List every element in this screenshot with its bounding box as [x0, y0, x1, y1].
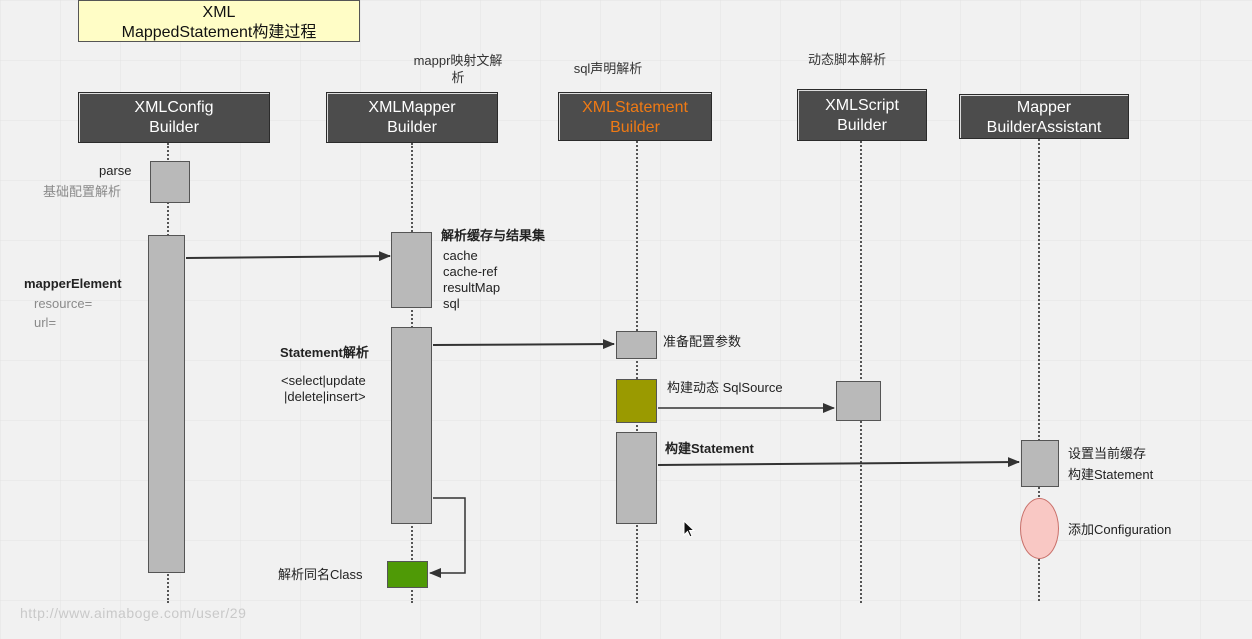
activation-build-dynamic [616, 379, 657, 423]
lifeline-xmlscript [860, 141, 862, 603]
label-same-name-class: 解析同名Class [278, 567, 363, 582]
header-line-2: Builder [149, 119, 199, 136]
label-build-statement-2: 构建Statement [1068, 467, 1154, 482]
header-line-1: XMLStatement [582, 99, 688, 116]
caption-statement: sql声明解析 [573, 61, 643, 76]
activation-parse [150, 161, 190, 203]
activation-prepare-params [616, 331, 657, 359]
label-url: url= [34, 315, 57, 330]
label-cache-title: 解析缓存与结果集 [441, 228, 546, 243]
header-line-1: Mapper [1016, 99, 1072, 116]
label-base-config: 基础配置解析 [43, 184, 122, 199]
activation-add-configuration [1020, 498, 1059, 559]
arrow-self-same-name-class [429, 497, 466, 578]
watermark: http://www.aimaboge.com/user/29 [20, 605, 247, 621]
label-result-map: resultMap [443, 280, 501, 295]
header-line-2: Builder [610, 119, 660, 136]
header-mapper-builder-assistant: Mapper BuilderAssistant [959, 94, 1129, 139]
label-sql: sql [443, 296, 460, 311]
lifeline-xmlstatement [636, 141, 638, 603]
label-parse: parse [99, 163, 132, 178]
title-line-1: XML [202, 4, 236, 21]
label-mapper-element: mapperElement [24, 276, 122, 291]
header-line-2: BuilderAssistant [986, 119, 1102, 136]
lifeline-assistant [1038, 139, 1040, 601]
activation-set-cache [1021, 440, 1059, 487]
arrow-mapper-to-cache [185, 251, 391, 262]
label-add-configuration: 添加Configuration [1068, 522, 1172, 537]
label-resource: resource= [34, 296, 93, 311]
header-line-1: XMLScript [825, 97, 899, 114]
activation-cache-resultset [391, 232, 432, 308]
activation-same-name-class [387, 561, 428, 588]
header-xmlstatement-builder: XMLStatement Builder [558, 92, 712, 141]
label-build-dynamic: 构建动态 SqlSource [667, 380, 783, 395]
label-select-update: <select|update [281, 373, 366, 388]
activation-sqlsource [836, 381, 881, 421]
header-xmlconfig-builder: XMLConfig Builder [78, 92, 270, 143]
label-cache: cache [443, 248, 478, 263]
header-xmlscript-builder: XMLScript Builder [797, 89, 927, 141]
header-line-1: XMLConfig [134, 99, 214, 116]
label-build-statement: 构建Statement [665, 441, 754, 456]
header-xmlmapper-builder: XMLMapper Builder [326, 92, 498, 143]
caption-mapper: mappr映射文解 析 [413, 53, 503, 85]
header-line-1: XMLMapper [368, 99, 456, 116]
activation-build-statement [616, 432, 657, 524]
arrow-statement-to-prepare [432, 339, 615, 350]
arrow-statement-to-assistant [657, 457, 1020, 468]
label-prepare-params: 准备配置参数 [663, 334, 742, 349]
caption-script: 动态脚本解析 [807, 52, 886, 67]
header-line-2: Builder [837, 117, 887, 134]
mouse-pointer-icon [683, 520, 696, 538]
activation-mapper-element [148, 235, 185, 573]
label-cache-ref: cache-ref [443, 264, 498, 279]
diagram-title: XML MappedStatement构建过程 [78, 0, 360, 42]
label-statement-parse: Statement解析 [280, 345, 369, 360]
label-set-cache: 设置当前缓存 [1068, 446, 1147, 461]
label-delete-insert: |delete|insert> [284, 389, 366, 404]
header-line-2: Builder [387, 119, 437, 136]
title-line-2: MappedStatement构建过程 [121, 24, 317, 41]
activation-statement-parse [391, 327, 432, 524]
